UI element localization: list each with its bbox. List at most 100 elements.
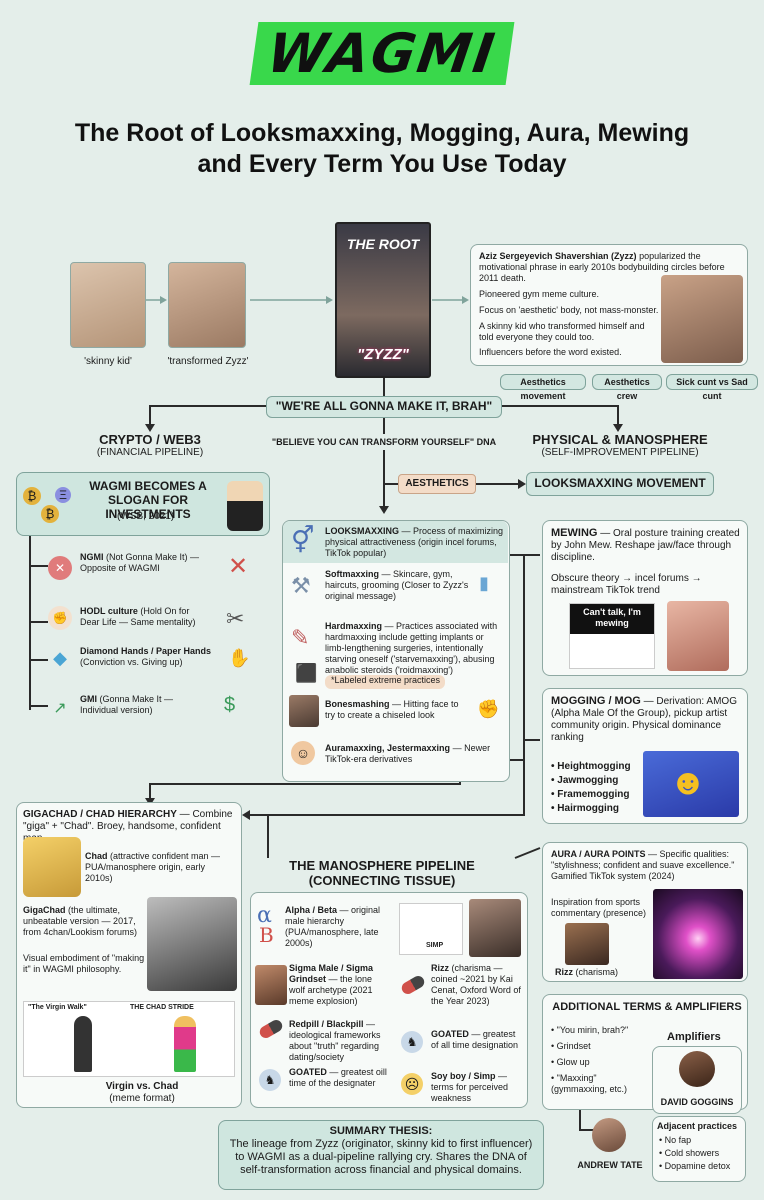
- looks-item-hardmaxxing: Hardmaxxing — Practices associated with …: [325, 621, 498, 675]
- mog-item: • Heightmogging: [551, 761, 631, 772]
- hand-money-icon: ✋: [228, 648, 251, 668]
- gigachad-text: GigaChad (the ultimate, unbeatable versi…: [23, 905, 138, 937]
- zyzz-label: "ZYZZ": [357, 346, 409, 363]
- mewing-path: Obscure theory → incel forums → mainstre…: [551, 573, 702, 596]
- root-label: THE ROOT: [346, 236, 420, 252]
- physical-title: PHYSICAL & MANOSPHERE: [532, 432, 708, 447]
- additional-item: • Glow up: [551, 1057, 590, 1067]
- additional-item: • "Maxxing" (gymmaxxing, etc.): [551, 1073, 628, 1094]
- mano-item-soyboy: Soy boy / Simp — terms for perceived wea…: [431, 1071, 509, 1103]
- mog-item: • Hairmogging: [551, 803, 619, 814]
- scissors-icon: ✂: [226, 606, 245, 631]
- mewing-face-photo: [667, 601, 729, 671]
- virgin-chad-caption: Virgin vs. Chad(meme format): [105, 1081, 179, 1104]
- tag-aesthetics-movement: Aesthetics movement: [500, 374, 586, 401]
- zyzz-point: Influencers before the word existed.: [479, 347, 622, 357]
- jester-icon: ☺: [291, 741, 315, 765]
- alpha-icon: α: [257, 903, 272, 928]
- gender-icon: ⚥: [291, 525, 315, 555]
- manosphere-subtitle: (CONNECTING TISSUE): [308, 873, 456, 888]
- mewing-meme-image: Can't talk, I'm mewing: [569, 603, 655, 669]
- beta-icon: B: [259, 923, 274, 947]
- diamond-icon: ◆: [53, 647, 67, 668]
- looksmaxxing-movement-box: LOOKSMAXXING MOVEMENT: [526, 472, 714, 496]
- pill-icon: [257, 1017, 285, 1041]
- steroids-icon: ⬛: [295, 663, 318, 683]
- simp-label: SIMP: [426, 942, 444, 949]
- zyzz-point: Pioneered gym meme culture.: [479, 289, 600, 299]
- mano-item-goated-right: GOATED — greatest of all time designatio…: [431, 1029, 519, 1050]
- mogging-card: MOGGING / MOG — Derivation: AMOG (Alpha …: [542, 688, 748, 824]
- slogan-box: "WE'RE ALL GONNA MAKE IT, BRAH": [266, 396, 502, 418]
- manosphere-card: α B Alpha / Beta — original male hierarc…: [250, 892, 528, 1108]
- adjacent-label: Adjacent practices: [657, 1121, 738, 1131]
- mano-item-alpha: Alpha / Beta — original male hierarchy (…: [285, 905, 381, 948]
- title-line-1: The Root of Looksmaxxing, Mogging, Aura,…: [74, 119, 690, 147]
- crying-cat-meme: ☻: [643, 751, 739, 817]
- summary-title: SUMMARY THESIS:: [329, 1125, 433, 1137]
- gigachad-card: GIGACHAD / CHAD HIERARCHY — Combine "gig…: [16, 802, 242, 1108]
- wagmi-slogan-title: WAGMI BECOMES A SLOGAN FOR INVESTMENTS: [89, 479, 207, 521]
- dna-label: "BELIEVE YOU CAN TRANSFORM YOURSELF" DNA: [266, 434, 502, 450]
- goggins-card: DAVID GOGGINS: [652, 1046, 742, 1114]
- adjacent-item: • No fap: [659, 1135, 692, 1145]
- simp-meme: SIMP: [399, 903, 463, 955]
- rizz-caption: Rizz (charisma): [555, 967, 619, 977]
- rizz-pill-icon: [399, 973, 427, 997]
- aesthetics-tag: AESTHETICS: [398, 474, 476, 494]
- goggins-photo: [679, 1051, 715, 1087]
- syringe-icon: ✎: [291, 625, 310, 650]
- sad-face-icon: ☹: [401, 1073, 423, 1095]
- tate-avatar: [592, 1118, 626, 1152]
- physical-subtitle: (SELF-IMPROVEMENT PIPELINE): [541, 447, 699, 458]
- zyzz-brothers-photo: [661, 275, 743, 363]
- title-line-2: and Every Term You Use Today: [197, 150, 567, 178]
- mano-item-sigma: Sigma Male / Sigma Grindset — the lone w…: [289, 963, 374, 1006]
- root-zyzz-image: THE ROOT "ZYZZ": [335, 222, 431, 378]
- crypto-title: CRYPTO / WEB3: [99, 432, 201, 447]
- mano-item-goated-left: GOATED — greatest oill time of the desig…: [289, 1067, 387, 1088]
- wsb-mascot-icon: [227, 481, 263, 531]
- mewing-card: MEWING — Oral posture training created b…: [542, 520, 748, 676]
- chad-text: Chad (attractive confident man — PUA/man…: [85, 851, 221, 883]
- additional-item: • "You mirin, brah?": [551, 1025, 629, 1035]
- zyzz-point: A skinny kid who transformed himself and…: [479, 321, 645, 342]
- aura-card: AURA / AURA POINTS — Specific qualities:…: [542, 842, 748, 982]
- transformed-zyzz-caption: 'transformed Zyzz': [167, 356, 249, 367]
- tag-aesthetics-crew: Aesthetics crew: [592, 374, 662, 401]
- money-icon: $: [224, 694, 236, 716]
- crypto-subtitle: (FINANCIAL PIPELINE): [96, 447, 204, 458]
- chart-up-icon: ↗: [53, 700, 67, 717]
- looks-item-softmaxxing: Softmaxxing — Skincare, gym, haircuts, g…: [325, 569, 469, 601]
- virgin-walk-label: "The Virgin Walk": [28, 1004, 87, 1011]
- gigachad-visual: Visual embodiment of "making it" in WAGM…: [23, 953, 145, 974]
- mog-item: • Framemogging: [551, 789, 630, 800]
- tag-sick-cunt: Sick cunt vs Sad cunt: [666, 374, 758, 401]
- page-title: The Root of Looksmaxxing, Mogging, Aura,…: [0, 118, 764, 180]
- tate-photo: [469, 899, 521, 957]
- chad-stride-label: THE CHAD STRIDE: [130, 1004, 194, 1011]
- skinny-kid-caption: 'skinny kid': [84, 356, 132, 367]
- red-x-icon: ✕: [228, 553, 249, 580]
- adjacent-item: • Cold showers: [659, 1148, 720, 1158]
- zyzz-point: Focus on 'aesthetic' body, not mass-mons…: [479, 305, 659, 315]
- bonesmashing-photo: [289, 695, 319, 727]
- physical-header: PHYSICAL & MANOSPHERE (SELF-IMPROVEMENT …: [520, 432, 720, 459]
- zyzz-intro: Aziz Sergeyevich Shavershian (Zyzz) popu…: [479, 251, 725, 283]
- extreme-label: *Labeled extreme practices: [325, 675, 445, 689]
- fist-icon: ✊: [48, 606, 72, 630]
- aura-glow-image: [653, 889, 743, 979]
- additional-title: ADDITIONAL TERMS & AMPLIFIERS: [552, 1001, 742, 1013]
- looks-item-bonesmashing: Bonesmashing — Hitting face to try to cr…: [325, 699, 459, 720]
- amplifiers-label: Amplifiers: [667, 1031, 721, 1043]
- rizz-photo: [565, 923, 609, 965]
- goggins-label: DAVID GOGGINS: [660, 1097, 734, 1107]
- zyzz-info-card: Aziz Sergeyevich Shavershian (Zyzz) popu…: [470, 244, 748, 366]
- crypto-header: CRYPTO / WEB3 (FINANCIAL PIPELINE): [70, 432, 230, 459]
- coins-icon: ₿ ₿ Ξ: [23, 483, 73, 529]
- mano-item-rizz: Rizz (charisma — coined ~2021 by Kai Cen…: [431, 963, 521, 1006]
- wagmi-slogan-card: ₿ ₿ Ξ WAGMI BECOMES A SLOGAN FOR INVESTM…: [16, 472, 270, 536]
- gigachad-image: [147, 897, 237, 991]
- mog-item: • Jawmogging: [551, 775, 619, 786]
- chad-meme-image: [23, 837, 81, 897]
